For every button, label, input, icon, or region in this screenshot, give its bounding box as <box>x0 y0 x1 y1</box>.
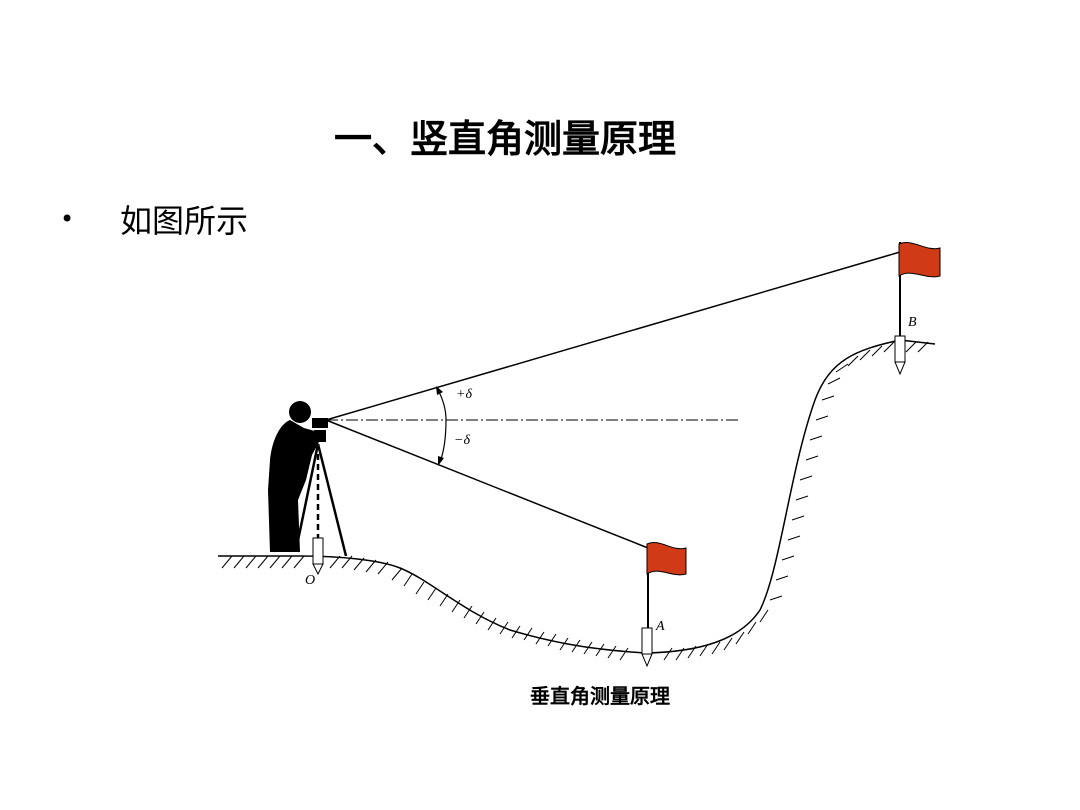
point-b-label: B <box>908 315 917 330</box>
ground-stake-icon <box>641 627 653 668</box>
surveyor-silhouette-icon <box>268 401 328 552</box>
sight-line-lower <box>325 419 649 549</box>
ground-hatching <box>221 341 929 661</box>
arrowhead-lower <box>438 456 444 466</box>
arrowhead-upper <box>436 386 443 395</box>
sight-line-upper <box>325 251 901 421</box>
flag-icon <box>646 542 687 630</box>
page-title: 一、竖直角测量原理 <box>333 116 676 161</box>
diagram-caption: 垂直角测量原理 <box>530 684 670 708</box>
ground-profile <box>218 339 936 654</box>
bullet-item: • 如图所示 <box>60 196 248 242</box>
angle-arc-upper <box>437 389 447 421</box>
station-label: O <box>305 573 315 588</box>
angle-arc-lower <box>439 419 447 463</box>
angle-label-lower: −δ <box>454 433 470 448</box>
tripod <box>294 443 348 557</box>
angle-label-upper: +δ <box>456 387 472 402</box>
bullet-icon: • <box>60 205 75 233</box>
ground-stake-icon <box>312 537 324 576</box>
ground-stake-icon <box>894 335 906 376</box>
flag-icon <box>898 242 941 338</box>
point-a-label: A <box>655 619 665 634</box>
bullet-text: 如图所示 <box>120 202 249 240</box>
